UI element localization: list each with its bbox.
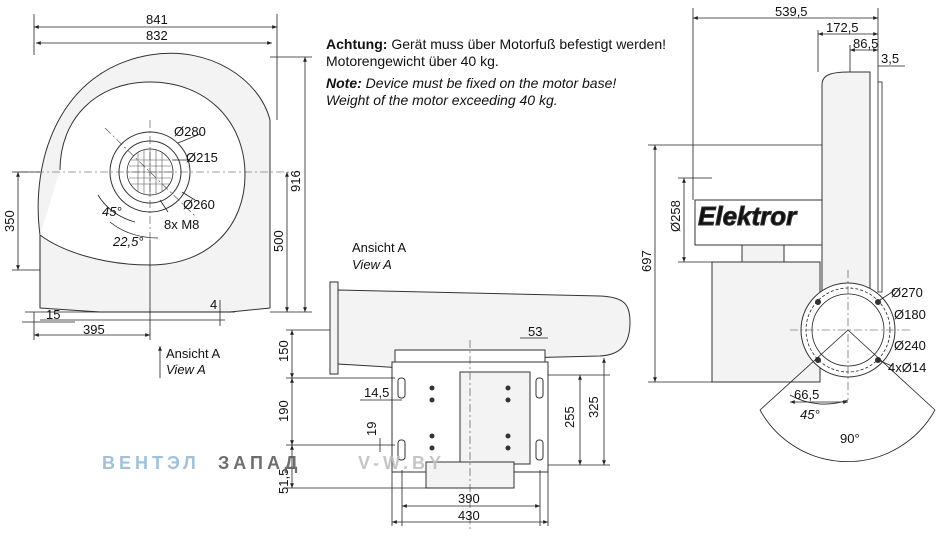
view-a-title-de: Ansicht A <box>352 240 407 255</box>
dim-51-5: 51,5 <box>276 469 291 494</box>
view-a-label-de: Ansicht A <box>166 346 221 361</box>
dim-d280: Ø280 <box>174 124 206 139</box>
dim-53: 53 <box>528 324 542 339</box>
view-a-label-en: View A <box>166 362 206 377</box>
warning-notes: Achtung: Gerät muss über Motorfuß befest… <box>326 36 666 108</box>
dim-325: 325 <box>586 396 601 418</box>
dim-86-5: 86,5 <box>853 36 878 51</box>
dim-d240: Ø240 <box>894 338 926 353</box>
dim-d270: Ø270 <box>891 285 923 300</box>
angle-45-side: 45° <box>800 407 820 422</box>
note-en-line2: Weight of the motor exceeding 40 kg. <box>326 92 558 108</box>
dim-14-5: 14,5 <box>364 385 389 400</box>
slot-holes <box>397 377 544 461</box>
dim-d215: Ø215 <box>186 150 218 165</box>
bolt-spec: 8x M8 <box>164 217 199 232</box>
view-a: Ansicht A View A 150 190 51,5 <box>276 240 631 530</box>
side-view: Elektror 539,5 172,5 86,5 3,5 697 <box>639 4 936 462</box>
dim-255: 255 <box>562 406 577 428</box>
dim-66-5: 66,5 <box>794 387 819 402</box>
note-de-line2: Motorengewicht über 40 kg. <box>326 53 499 69</box>
watermark: ВЕНТЭЛ ЗАПАД V-W.BY <box>102 453 445 473</box>
dim-395: 395 <box>83 322 105 337</box>
dim-190: 190 <box>276 400 291 422</box>
angle-45: 45° <box>102 204 122 219</box>
dim-3-5: 3,5 <box>881 51 899 66</box>
dim-832: 832 <box>146 28 168 43</box>
watermark-left-dark: ЗАПАД <box>218 453 301 473</box>
dim-4: 4 <box>210 297 217 312</box>
note-de-line1: Achtung: Gerät muss über Motorfuß befest… <box>326 36 666 52</box>
dim-d180: Ø180 <box>894 307 926 322</box>
dim-430: 430 <box>458 508 480 523</box>
dim-916: 916 <box>288 170 303 192</box>
dim-841: 841 <box>146 12 168 27</box>
fan-housing-side <box>821 71 871 301</box>
dim-d260: Ø260 <box>183 197 215 212</box>
dim-697: 697 <box>639 250 654 272</box>
motor-plate <box>459 371 531 465</box>
dim-390: 390 <box>458 491 480 506</box>
brand-logo: Elektror <box>698 201 798 231</box>
fan-cover <box>694 199 823 246</box>
dim-150: 150 <box>276 340 291 362</box>
view-a-title-en: View A <box>352 257 392 272</box>
angle-90: 90° <box>840 431 860 446</box>
dim-500: 500 <box>271 230 286 252</box>
dim-539-5: 539,5 <box>775 4 808 19</box>
dim-15: 15 <box>46 307 60 322</box>
angle-22-5: 22,5° <box>112 234 144 249</box>
note-en-line1: Note: Device must be fixed on the motor … <box>326 75 616 91</box>
dim-19: 19 <box>364 422 379 436</box>
dim-4x14: 4xØ14 <box>888 360 926 375</box>
watermark-left-light: ВЕНТЭЛ <box>102 453 200 473</box>
watermark-right: V-W.BY <box>358 453 445 473</box>
mounting-holes <box>429 385 511 451</box>
dim-d258: Ø258 <box>668 200 683 232</box>
dim-172-5: 172,5 <box>826 20 859 35</box>
front-view: 841 832 916 500 350 395 15 4 Ø280 Ø215 Ø… <box>2 12 312 378</box>
dim-350: 350 <box>2 210 17 232</box>
outlet-flange <box>329 281 339 375</box>
